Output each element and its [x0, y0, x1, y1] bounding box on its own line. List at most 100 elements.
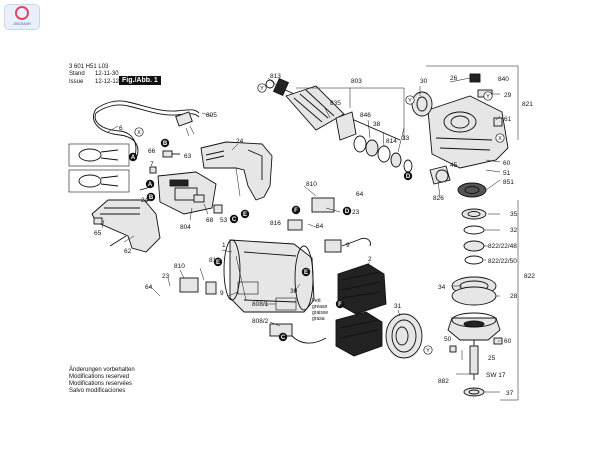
note-de: Änderungen vorbehalten: [69, 367, 135, 373]
svg-text:D: D: [406, 174, 411, 180]
watermark-logo: JIBOMAR: [4, 4, 40, 30]
part-label: 826: [433, 195, 444, 202]
part-label: 1: [222, 242, 226, 249]
part-label: 45: [450, 162, 458, 169]
callout-y: Y: [405, 95, 415, 105]
callout-a: A: [128, 152, 138, 162]
part-label: 34: [438, 284, 446, 291]
callout-b: B: [146, 192, 156, 202]
svg-text:A: A: [148, 182, 153, 188]
power-cable: [93, 100, 200, 157]
svg-text:F: F: [338, 302, 342, 308]
part-label: 64: [145, 284, 153, 291]
part-label: 23: [352, 209, 360, 216]
part-label: 29: [504, 92, 512, 99]
rear-handle-24: [200, 141, 273, 201]
part-label: 813: [270, 73, 281, 80]
part-label: 60: [504, 338, 512, 345]
callout-c: C: [229, 214, 239, 224]
part-label: 822: [524, 273, 535, 280]
part-label: 31: [394, 303, 402, 310]
part-label: 835: [330, 100, 341, 107]
svg-text:X: X: [137, 130, 141, 136]
callout-f: F: [291, 205, 301, 215]
svg-text:F: F: [294, 208, 298, 214]
callout-f: F: [335, 299, 345, 309]
part-label: 822/22/50: [488, 258, 517, 265]
note-es: Salvo modificaciones: [69, 388, 126, 394]
svg-text:Y: Y: [426, 348, 430, 354]
callout-d: D: [342, 206, 352, 216]
svg-text:A: A: [131, 155, 136, 161]
svg-text:D: D: [345, 209, 350, 215]
part-label: 25: [488, 355, 496, 362]
document-header: 3 601 H51 L03 Stand 12-11-30 Issue 12-12…: [69, 64, 119, 86]
document-number: 3 601 H51 L03: [69, 64, 109, 70]
svg-text:C: C: [232, 217, 237, 223]
part-label: 30: [420, 78, 428, 85]
part-label: 28: [510, 293, 518, 300]
part-label: 24: [141, 197, 149, 204]
svg-text:B: B: [163, 141, 168, 147]
part-label: 851: [503, 179, 514, 186]
part-label: 816: [270, 220, 281, 227]
part-label: 808/2: [252, 318, 269, 325]
part-label: 62: [124, 248, 132, 255]
part-label: 808/1: [252, 301, 269, 308]
svg-text:Y: Y: [486, 94, 490, 100]
part-label: 37: [506, 390, 514, 397]
part-label: 23: [162, 273, 170, 280]
issue-value: 12-12-12: [95, 78, 120, 85]
grease-label: Fett: [312, 298, 321, 304]
part-label: 882: [438, 378, 449, 385]
part-label: 810: [174, 263, 185, 270]
grease-label: grasa: [312, 316, 325, 322]
callout-y: Y: [423, 345, 433, 355]
part-number-labels: 805 6 66 63 7 24 68 53 804 24 65 62 813 …: [94, 73, 535, 397]
part-label: 50: [444, 336, 452, 343]
part-label: 822/22/48: [488, 243, 517, 250]
callout-d: D: [403, 171, 413, 181]
part-label: 32: [510, 227, 518, 234]
figure-label: Fig./Abb. 1: [119, 76, 161, 85]
part-label: 9: [346, 242, 350, 249]
part-label: 804: [180, 224, 191, 231]
side-handle-24: [91, 199, 161, 253]
part-label: 821: [522, 101, 533, 108]
part-label: 35: [510, 211, 518, 218]
svg-text:C: C: [281, 335, 286, 341]
part-label: 38: [373, 121, 381, 128]
gear-train: [429, 165, 487, 198]
svg-text:Y: Y: [260, 86, 264, 92]
armature-803: [257, 77, 401, 141]
issue-row: Issue 12-12-12: [69, 79, 119, 86]
callout-markers: X B A A B C E Y Y D X Y D F E E F C Y: [128, 83, 505, 355]
part-label: 846: [360, 112, 371, 119]
part-label: 9: [220, 290, 224, 297]
svg-text:B: B: [149, 195, 154, 201]
part-label: 814: [386, 138, 397, 145]
callout-x: X: [495, 133, 505, 143]
part-label: 66: [148, 148, 156, 155]
part-label: SW 17: [486, 372, 506, 379]
spindle-stack-822: [447, 208, 503, 397]
callout-c: C: [278, 332, 288, 342]
field-coil-2: [335, 263, 387, 357]
part-label: 24: [236, 138, 244, 145]
callout-e: E: [301, 267, 311, 277]
callout-e: E: [213, 257, 223, 267]
callout-b: B: [160, 138, 170, 148]
part-label: 64: [356, 191, 364, 198]
stand-label: Stand: [69, 71, 85, 78]
part-label: 68: [206, 217, 214, 224]
stand-value: 12-11-30: [95, 71, 119, 78]
modification-notes: Änderungen vorbehalten Modifications res…: [69, 367, 135, 395]
callout-e: E: [240, 209, 250, 219]
issue-label: Issue: [69, 78, 84, 85]
svg-text:Y: Y: [408, 98, 412, 104]
callout-a: A: [145, 179, 155, 189]
part-label: 60: [503, 160, 511, 167]
note-fr: Modifications reservées: [69, 381, 133, 387]
part-label: 840: [498, 76, 509, 83]
part-label: 64: [316, 223, 324, 230]
